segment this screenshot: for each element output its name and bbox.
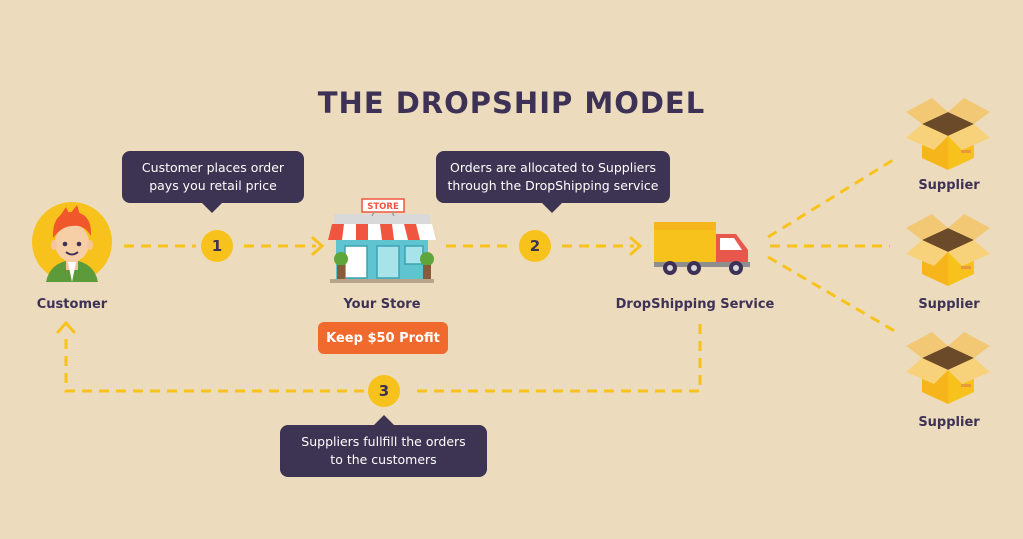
store-label: Your Store [343,297,421,312]
arrow-head-customer [56,320,76,334]
open-box-icon [906,98,990,170]
step-2-line-2: through the DropShipping service [447,178,659,193]
supplier-label-2: Supplier [918,297,980,312]
step-3-line-2: to the customers [330,452,437,467]
profit-badge: Keep $50 Profit [318,322,448,354]
arrow-heads [56,236,643,334]
connector-lines [64,155,899,393]
step-1-line-1: Customer places order [141,160,285,175]
open-box-icon [906,214,990,286]
step-1-line-2: pays you retail price [149,178,277,193]
step-3-callout: Suppliers fullfill the orders to the cus… [280,415,487,477]
step-1-number: 1 [201,230,233,262]
page-title: THE DROPSHIP MODEL [317,86,706,120]
service-label: DropShipping Service [615,297,775,312]
step-2-callout: Orders are allocated to Suppliers throug… [436,151,670,213]
arrow-head-store [311,236,325,256]
return-line-left [64,332,364,393]
customer-avatar-icon [32,202,112,282]
step-3-line-1: Suppliers fullfill the orders [301,434,466,449]
store-sign-text: STORE [367,202,399,212]
step-1-callout: Customer places order pays you retail pr… [122,151,304,213]
supplier-line-bottom [767,255,899,335]
supplier-line-top [767,155,899,239]
step-3-number: 3 [368,375,400,407]
step-2-number: 2 [519,230,551,262]
arrow-head-service [629,236,643,256]
return-line-right [412,324,702,393]
delivery-truck-icon [654,222,750,275]
step-2-line-1: Orders are allocated to Suppliers [449,160,657,175]
store-front-icon [328,198,436,283]
supplier-label-3: Supplier [918,415,980,430]
open-box-icon [906,332,990,404]
customer-label: Customer [36,297,108,312]
supplier-label-1: Supplier [918,178,980,193]
